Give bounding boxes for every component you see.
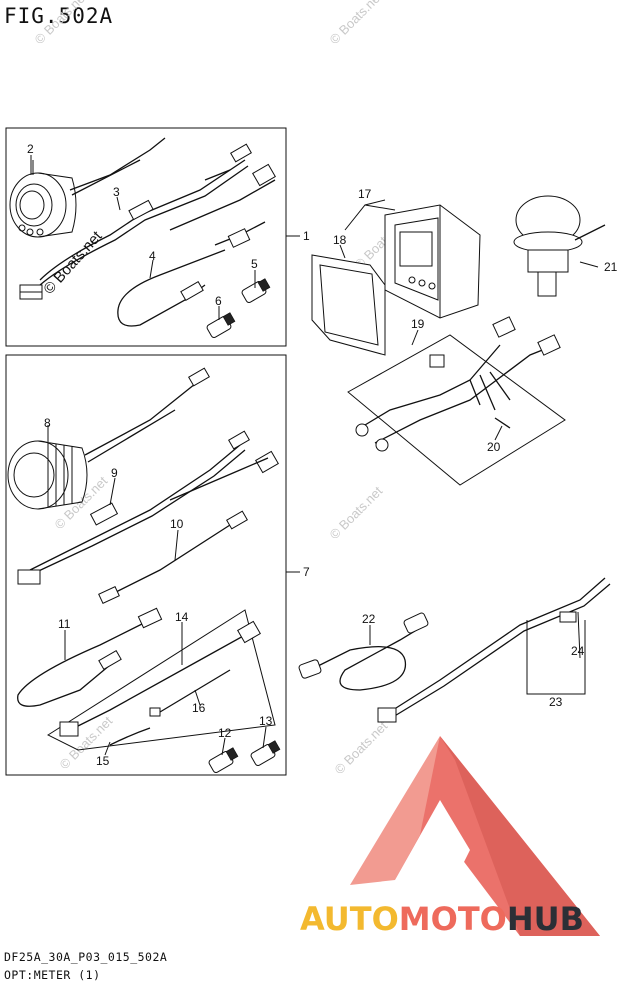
callout-23: 23 [549,695,563,709]
callout-11: 11 [58,617,71,631]
callout-3: 3 [113,185,120,199]
brand-part-hub: HUB [506,900,585,938]
connector-6-icon [206,312,236,338]
connector-12-icon [208,747,239,773]
callout-20: 20 [487,440,501,454]
figure-description: OPT:METER (1) [4,968,101,982]
callout-6: 6 [215,294,222,308]
callout-15: 15 [96,754,110,768]
callout-1: 1 [303,229,310,243]
callout-16: 16 [192,701,206,715]
gauge-8-icon [7,425,88,510]
watermark: © Boats.net [327,483,386,542]
callout-13: 13 [259,714,273,728]
brand-part-moto: MOTO [398,900,507,938]
callout-7: 7 [303,565,310,579]
callout-5: 5 [251,257,258,271]
harness-23-icon [377,577,611,723]
harness-box-19 [347,334,566,486]
watermark: © Boats.net [332,718,391,777]
brand-logo-icon [350,736,600,936]
callout-12: 12 [218,726,232,740]
callout-8: 8 [44,416,51,430]
callout-24: 24 [571,644,585,658]
brand-part-auto: AUTO [300,900,399,938]
figure-title: FIG.502A [4,4,114,28]
callout-18: 18 [333,233,347,247]
cable-22-icon [298,612,429,691]
brand-wordmark: AUTOMOTOHUB [300,900,584,938]
callout-10: 10 [170,517,184,531]
callout-17: 17 [358,187,372,201]
connector-5-icon [241,278,271,303]
kit-box-14 [46,609,276,751]
callout-9: 9 [111,466,118,480]
gauge-2-icon [9,160,77,238]
watermark: © Boats.net [32,0,91,47]
watermark: © Boats.net [327,0,386,47]
kit-box-7 [5,354,287,776]
callout-19: 19 [411,317,425,331]
sensor-21-icon [513,195,606,297]
connector-13-icon [250,740,281,766]
kit-box-1 [5,127,287,347]
callout-21: 21 [604,260,618,274]
display-unit-icon [311,204,481,356]
callout-labels: 1 2 3 4 5 6 7 8 9 10 11 12 13 14 15 16 1… [27,142,618,768]
callout-14: 14 [175,610,189,624]
callout-4: 4 [149,249,156,263]
callout-22: 22 [362,612,376,626]
callout-2: 2 [27,142,34,156]
figure-code: DF25A_30A_P03_015_502A [4,950,168,964]
